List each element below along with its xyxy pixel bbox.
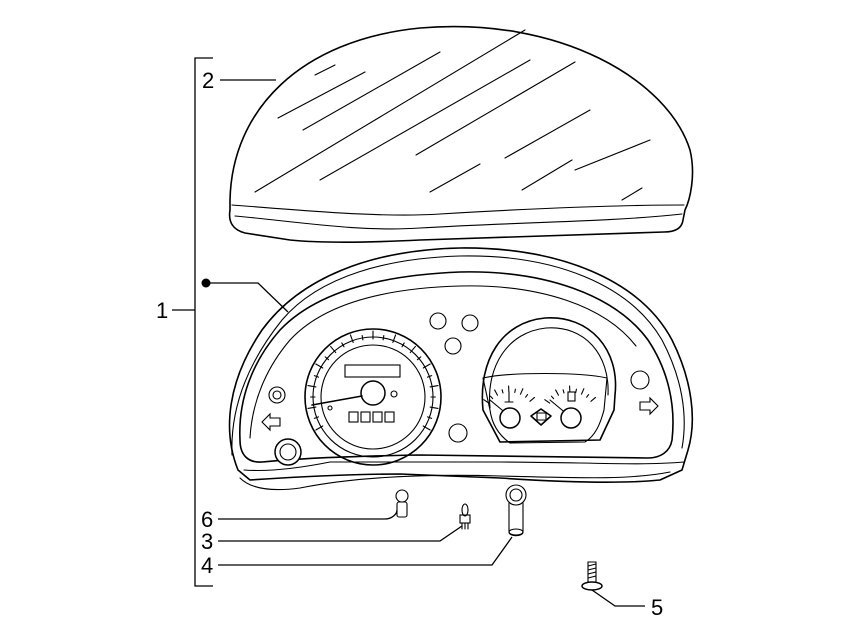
gauge-tick [307, 384, 317, 388]
gauge-tick [341, 342, 345, 348]
gauge-tick [562, 389, 565, 394]
gauge-tick [416, 356, 422, 361]
callout-5: 5 [651, 595, 663, 620]
odometer-digits [348, 411, 395, 423]
gauge-tick [555, 389, 560, 396]
gauge-tick [422, 425, 431, 431]
gauge-tick [544, 399, 551, 404]
assembly-bracket [172, 57, 213, 587]
gauge-tick [426, 416, 433, 419]
gauge-tick [330, 345, 337, 354]
gauge-tick [519, 388, 524, 395]
gauge-tick [392, 334, 397, 344]
callout-3: 3 [201, 529, 213, 554]
fuel-pump-icon [567, 391, 576, 402]
leader-lines [201, 79, 645, 607]
part-4-bulb [505, 484, 527, 537]
gauge-tick [315, 363, 324, 369]
gauge-tick [529, 396, 536, 402]
speedometer [304, 328, 442, 466]
gauge-tick [307, 406, 317, 410]
gauge-tick [324, 356, 330, 361]
gauge-tick [494, 389, 499, 396]
instrument-cluster-body [228, 247, 694, 491]
gauge-tick [382, 334, 385, 341]
trip-reset-knob [274, 438, 302, 466]
gauge-tick [586, 394, 590, 398]
arrow-right-icon [639, 396, 659, 416]
gauge-tick [514, 388, 516, 393]
arrow-left-icon [261, 412, 281, 432]
gauge-tick [483, 399, 490, 404]
part-6-small-bulb [395, 489, 409, 518]
warning-lamps [429, 312, 479, 443]
logo-emblem-icon [530, 408, 552, 426]
gauge-tick [315, 425, 324, 431]
callout-1: 1 [156, 298, 168, 323]
gauge-tick [313, 416, 320, 419]
part-2-cover-lens [228, 25, 694, 244]
gauge-tick [349, 334, 354, 344]
callout-4: 4 [201, 553, 213, 578]
gauge-tick [525, 394, 529, 398]
gauge-tick [429, 384, 439, 388]
gauge-tick [361, 334, 364, 341]
indicator-lamp-left [268, 386, 286, 404]
gauge-tick [429, 406, 439, 410]
gauge-tick [401, 342, 405, 348]
part-3-wedge-bulb [459, 503, 471, 530]
temperature-fuel-gauge [481, 317, 617, 444]
gauge-tick [426, 375, 433, 378]
callout-2: 2 [202, 68, 214, 93]
gauge-tick [590, 396, 597, 402]
gauge-tick [580, 388, 585, 395]
gauge-tick [422, 363, 431, 369]
part-5-screw [581, 561, 603, 591]
gauge-tick [489, 395, 494, 400]
callout-6: 6 [201, 507, 213, 532]
indicator-lamp-right [630, 370, 650, 390]
gauge-tick [501, 389, 504, 394]
gauge-tick [313, 375, 320, 378]
gauge-tick [409, 345, 416, 354]
thermometer-icon [504, 391, 514, 403]
gauge-tick [550, 395, 555, 400]
gauge-tick [575, 388, 577, 393]
